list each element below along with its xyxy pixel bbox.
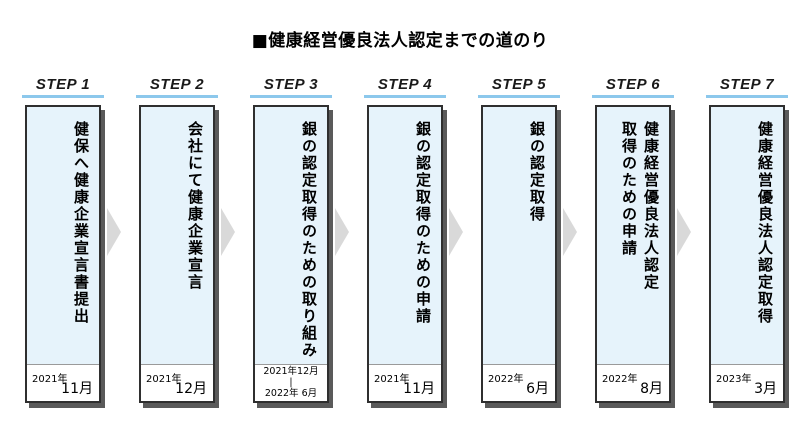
step-6-label: STEP 6 (605, 76, 661, 93)
step-7-card: 健康経営優良法人認定取得 2023年 3月 (709, 105, 785, 403)
arrow-2-3 (221, 208, 235, 256)
step-5-month: 6月 (526, 381, 549, 397)
step-5-year: 2022年 (488, 374, 524, 385)
step-2-year: 2021年 (146, 374, 182, 385)
step-4-text: 銀の認定取得のための申請 (414, 121, 432, 325)
step-1-year: 2021年 (32, 374, 68, 385)
step-7-text: 健康経営優良法人認定取得 (756, 121, 774, 325)
step-7-date: 2023年 3月 (711, 364, 783, 401)
arrow-1-2 (107, 208, 121, 256)
step-3-label: STEP 3 (263, 76, 319, 93)
step-3-range-separator: | (289, 377, 293, 388)
step-5-underline (478, 95, 560, 98)
step-1-label: STEP 1 (35, 76, 91, 93)
step-2-card: 会社にて健康企業宣言 2021年 12月 (139, 105, 215, 403)
step-1-text: 健保へ健康企業宣言書提出 (72, 121, 90, 325)
arrow-5-6 (563, 208, 577, 256)
step-3-card: 銀の認定取得のための取り組み 2021年12月 | 2022年 6月 (253, 105, 329, 403)
arrow-4-5 (449, 208, 463, 256)
step-6-card: 健康経営優良法人認定 取得のための申請 2022年 8月 (595, 105, 671, 403)
step-6-month: 8月 (640, 381, 663, 397)
step-1-date: 2021年 11月 (27, 364, 99, 401)
step-7-month: 3月 (754, 381, 777, 397)
step-2-underline (136, 95, 218, 98)
step-4-label: STEP 4 (377, 76, 433, 93)
step-6-underline (592, 95, 674, 98)
step-4-underline (364, 95, 446, 98)
step-7-underline (706, 95, 788, 98)
step-3-underline (250, 95, 332, 98)
step-3-date: 2021年12月 | 2022年 6月 (255, 364, 327, 401)
step-4-year: 2021年 (374, 374, 410, 385)
step-5-label: STEP 5 (491, 76, 547, 93)
step-3-range-start: 2021年12月 (263, 366, 319, 377)
step-3-range-end: 2022年 6月 (264, 388, 318, 399)
step-4-month: 11月 (403, 381, 435, 397)
step-7-label: STEP 7 (719, 76, 775, 93)
step-7-year: 2023年 (716, 374, 752, 385)
step-6-year: 2022年 (602, 374, 638, 385)
step-2-month: 12月 (175, 381, 207, 397)
step-5-date: 2022年 6月 (483, 364, 555, 401)
step-2-label: STEP 2 (149, 76, 205, 93)
step-1-underline (22, 95, 104, 98)
step-2-text: 会社にて健康企業宣言 (186, 121, 204, 291)
step-1-card: 健保へ健康企業宣言書提出 2021年 11月 (25, 105, 101, 403)
step-3-date-range: 2021年12月 | 2022年 6月 (255, 366, 327, 399)
step-3-text: 銀の認定取得のための取り組み (300, 121, 318, 359)
step-6-text-line-1: 健康経営優良法人認定 (642, 121, 660, 291)
step-6-date: 2022年 8月 (597, 364, 669, 401)
arrow-3-4 (335, 208, 349, 256)
step-2-date: 2021年 12月 (141, 364, 213, 401)
step-4-date: 2021年 11月 (369, 364, 441, 401)
step-4-card: 銀の認定取得のための申請 2021年 11月 (367, 105, 443, 403)
diagram-title: ■健康経営優良法人認定までの道のり (251, 31, 549, 51)
step-6-text-line-2: 取得のための申請 (620, 121, 638, 257)
step-5-card: 銀の認定取得 2022年 6月 (481, 105, 557, 403)
arrow-6-7 (677, 208, 691, 256)
step-5-text: 銀の認定取得 (528, 121, 546, 223)
step-1-month: 11月 (61, 381, 93, 397)
